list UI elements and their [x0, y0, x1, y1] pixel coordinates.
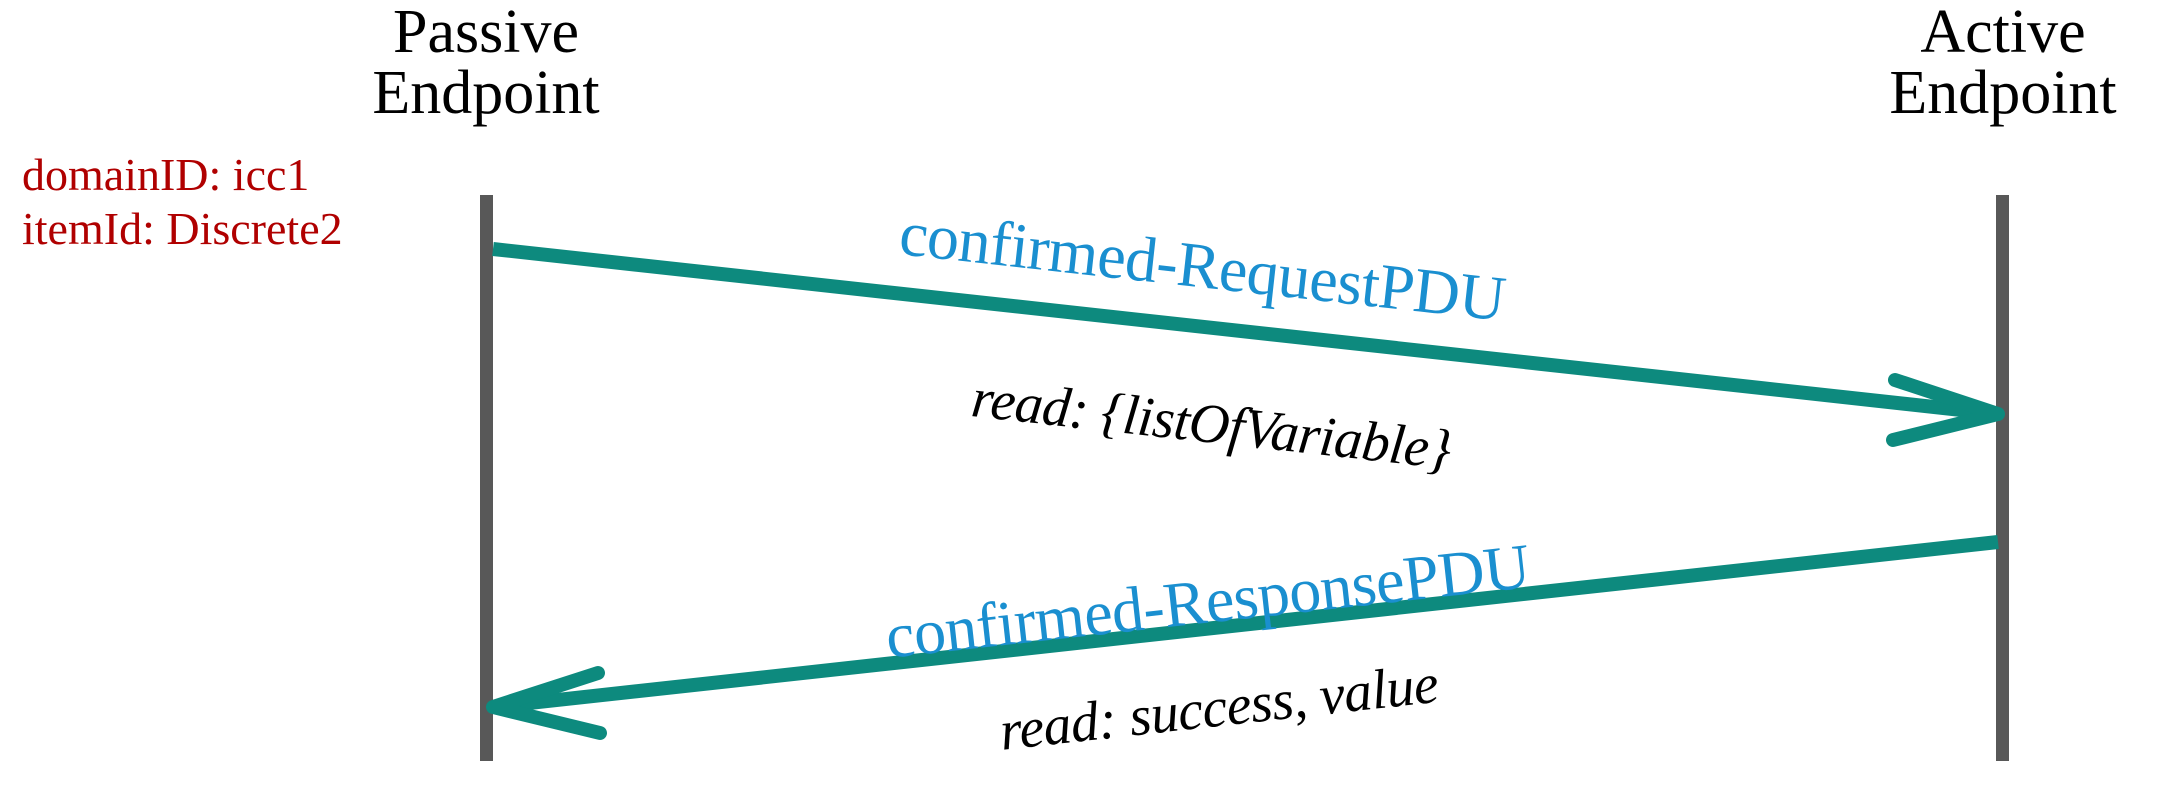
participant-active-name-line2: Endpoint [1889, 58, 2117, 127]
annotation-item-id: itemId: Discrete2 [22, 203, 343, 255]
message-arrow-request-line [492, 242, 1999, 421]
message-arrow-request-head [1886, 373, 2005, 447]
lifeline-passive [480, 195, 493, 761]
participant-header-active: Active Endpoint [1889, 0, 2117, 127]
participant-passive-name-line2: Endpoint [372, 58, 600, 127]
participant-passive-name-line1: Passive [392, 0, 579, 66]
message-arrow-request [492, 242, 2005, 447]
lifeline-active [1996, 195, 2009, 761]
annotation-domain-id: domainID: icc1 [22, 149, 310, 200]
message-arrow-response [486, 535, 1999, 740]
message-arrow-response-head [486, 666, 607, 740]
message-arrow-response-line [492, 535, 1999, 714]
annotation-parameters: domainID: icc1 itemId: Discrete2 [22, 148, 343, 257]
participant-header-passive: Passive Endpoint [372, 0, 600, 127]
participant-active-name-line1: Active [1920, 0, 2086, 66]
